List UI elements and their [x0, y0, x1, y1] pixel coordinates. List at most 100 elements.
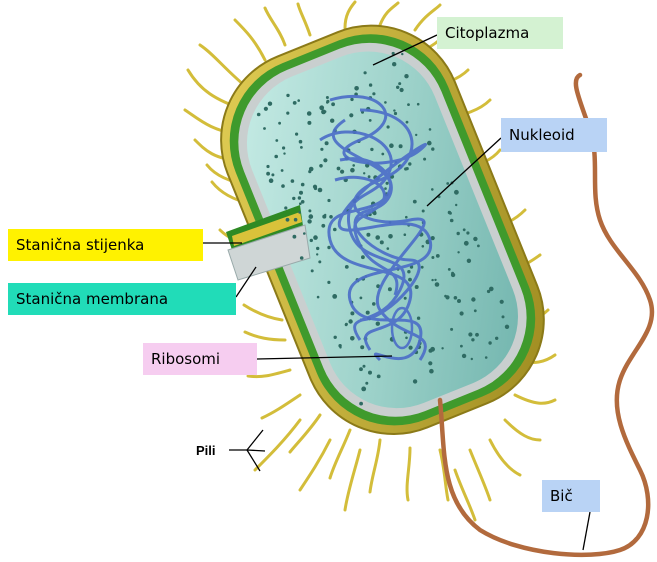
ribosome-dot: [429, 369, 434, 374]
ribosome-dot: [450, 219, 454, 223]
ribosome-dot: [339, 346, 341, 348]
ribosome-dot: [337, 167, 341, 171]
ribosome-dot: [427, 141, 432, 146]
ribosome-dot: [457, 251, 459, 253]
label-cell-membrane: Stanična membrana: [8, 283, 236, 315]
label-cell-wall: Stanična stijenka: [8, 229, 203, 261]
ribosome-dot: [384, 101, 387, 104]
ribosome-dot: [436, 254, 440, 258]
ribosome-dot: [366, 311, 370, 315]
ribosome-dot: [464, 241, 469, 246]
ribosome-dot: [435, 282, 440, 287]
ribosome-dot: [321, 224, 325, 228]
ribosome-dot: [471, 358, 473, 360]
ribosome-dot: [275, 139, 278, 142]
ribosome-dot: [325, 141, 329, 145]
ribosome-dot: [434, 279, 436, 281]
ribosome-dot: [307, 219, 311, 223]
ribosome-dot: [297, 99, 300, 102]
ribosome-dot: [417, 317, 420, 320]
ribosome-dot: [460, 311, 464, 315]
ribosome-dot: [421, 266, 424, 269]
ribosome-dot: [332, 294, 337, 299]
ribosome-dot: [281, 169, 284, 172]
label-cytoplasm: Citoplazma: [437, 17, 563, 49]
ribosome-dot: [345, 323, 348, 326]
label-ribosomes: Ribosomi: [143, 343, 257, 375]
ribosome-dot: [399, 144, 403, 148]
ribosome-dot: [387, 247, 390, 250]
ribosome-dot: [473, 237, 477, 241]
ribosome-dot: [428, 361, 432, 365]
ribosome-dot: [408, 162, 411, 165]
ribosome-dot: [308, 209, 311, 212]
ribosome-dot: [271, 173, 274, 176]
ribosome-dot: [454, 190, 459, 195]
ribosome-dot: [467, 259, 471, 263]
ribosome-dot: [485, 356, 488, 359]
ribosome-dot: [266, 172, 270, 176]
ribosome-dot: [408, 278, 412, 282]
ribosome-dot: [455, 204, 457, 206]
ribosome-dot: [281, 184, 285, 188]
ribosome-dot: [405, 216, 408, 219]
ribosome-dot: [263, 127, 266, 130]
ribosome-dot: [502, 315, 505, 318]
ribosome-dot: [417, 103, 420, 106]
ribosome-dot: [471, 338, 474, 341]
ribosome-dot: [308, 170, 311, 173]
ribosome-dot: [283, 152, 285, 154]
label-flagellum: Bič: [542, 480, 600, 512]
ribosome-dot: [307, 121, 311, 125]
ribosome-dot: [429, 128, 432, 131]
ribosome-dot: [372, 92, 375, 95]
ribosome-dot: [294, 218, 298, 222]
ribosome-dot: [361, 387, 366, 392]
ribosome-dot: [329, 215, 333, 219]
ribosome-dot: [471, 297, 475, 301]
ribosome-dot: [368, 371, 372, 375]
ribosome-dot: [372, 302, 376, 306]
ribosome-dot: [384, 187, 387, 190]
ribosome-dot: [359, 367, 363, 371]
ribosome-dot: [360, 297, 363, 300]
ribosome-dot: [349, 113, 353, 117]
ribosome-dot: [404, 167, 407, 170]
ribosome-dot: [368, 175, 371, 178]
ribosome-dot: [331, 102, 335, 106]
ribosome-dot: [278, 122, 281, 125]
ribosome-dot: [320, 148, 323, 151]
ribosome-dot: [415, 285, 419, 289]
ribosome-dot: [466, 231, 469, 234]
ribosome-dot: [404, 74, 408, 78]
ribosome-dot: [409, 346, 413, 350]
ribosome-dot: [295, 133, 298, 136]
ribosome-dot: [348, 319, 352, 323]
ribosome-dot: [326, 96, 329, 99]
ribosome-dot: [370, 148, 373, 151]
ribosome-dot: [266, 165, 269, 168]
ribosome-dot: [363, 365, 366, 368]
ribosome-dot: [334, 336, 337, 339]
ribosome-dot: [468, 332, 472, 336]
ribosome-dot: [394, 112, 397, 115]
ribosome-dot: [477, 245, 480, 248]
ribosome-dot: [365, 382, 368, 385]
ribosome-dot: [423, 158, 426, 161]
ribosome-dot: [298, 196, 301, 199]
ribosome-dot: [463, 228, 466, 231]
label-pili: Pili: [196, 441, 216, 461]
ribosome-dot: [319, 105, 324, 110]
ribosome-dot: [269, 178, 274, 183]
ribosome-dot: [454, 296, 458, 300]
ribosome-dot: [376, 322, 380, 326]
ribosome-dot: [500, 300, 504, 304]
ribosome-dot: [301, 183, 305, 187]
ribosome-dot: [318, 188, 323, 193]
ribosome-dot: [310, 239, 313, 242]
ribosome-dot: [401, 53, 403, 55]
ribosome-dot: [457, 232, 460, 235]
ribosome-dot: [448, 268, 451, 271]
